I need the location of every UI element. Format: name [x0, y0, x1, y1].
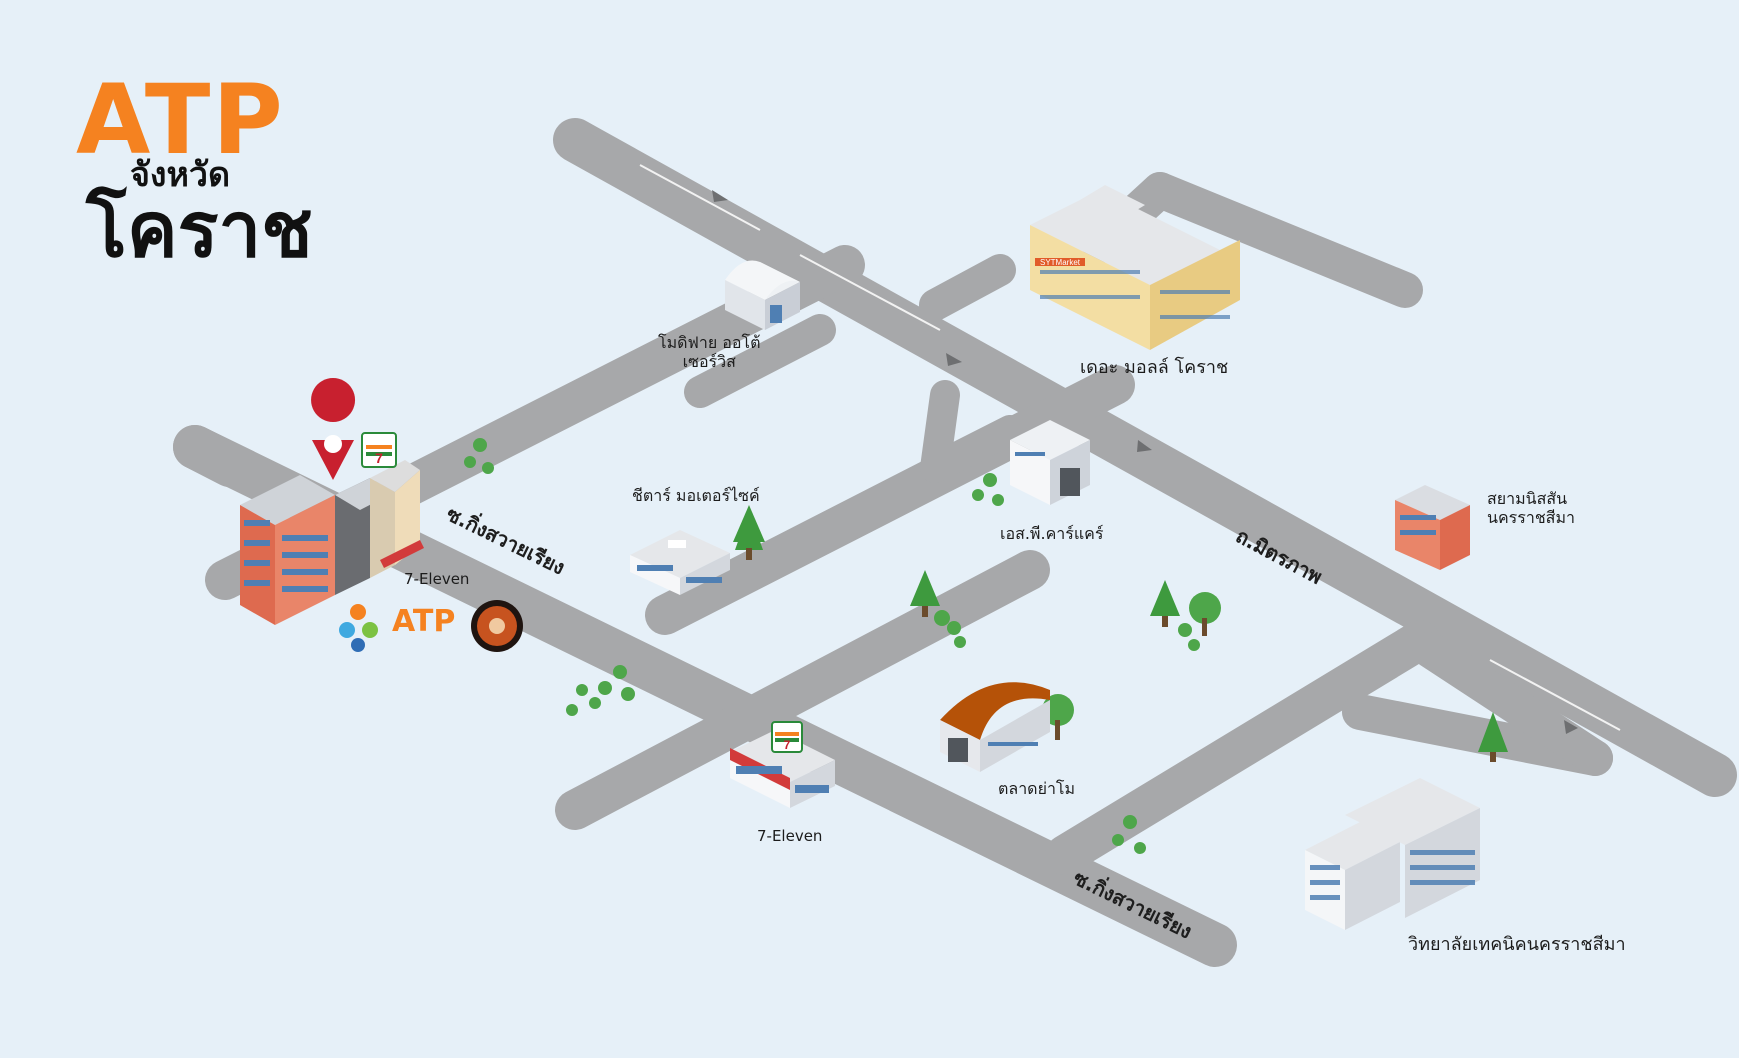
tree-icon — [1478, 712, 1508, 762]
label-the-mall: เดอะ มอลล์ โคราช — [1080, 357, 1229, 378]
lane-markings — [639, 164, 1621, 731]
lane-line — [639, 164, 761, 231]
label-sp-carcare: เอส.พี.คาร์แคร์ — [1000, 524, 1104, 543]
road-west-stub — [173, 425, 252, 487]
road-mall-branch — [1142, 172, 1423, 308]
tree-icon — [566, 665, 635, 716]
tree-icon — [1150, 580, 1180, 627]
label-siam-nissan-line1: สยามนิสสัน — [1487, 489, 1568, 508]
arrow-icon — [712, 190, 728, 202]
lane-line — [1489, 659, 1621, 731]
label-modify-auto-line1: โมดิฟาย ออโต้ — [658, 333, 761, 352]
label-seven-eleven-1: 7-Eleven — [404, 570, 470, 588]
svg-text:7: 7 — [375, 450, 383, 466]
tree-icon — [934, 610, 966, 648]
label-modify-auto-line2: เซอร์วิส — [682, 352, 736, 372]
tree-icon — [1178, 623, 1200, 651]
arrow-icon — [1137, 440, 1152, 452]
label-siam-nissan: สยามนิสสัน นครราชสีมา — [1487, 489, 1575, 527]
siam-nissan-building[interactable] — [1395, 485, 1470, 570]
label-seven-eleven-2: 7-Eleven — [757, 827, 823, 845]
label-siam-nissan-line2: นครราชสีมา — [1487, 508, 1575, 528]
arrow-icon — [946, 353, 962, 366]
seven-eleven-store[interactable] — [730, 730, 835, 808]
ajls-logo-icon — [471, 600, 523, 652]
road-south-loop-2 — [1412, 632, 1613, 776]
road-short-modify — [684, 314, 836, 408]
province-name: โคราช — [86, 185, 313, 274]
arrow-icon — [1564, 720, 1578, 734]
seven-eleven-sign-icon: 7 — [771, 721, 803, 753]
label-tech-college: วิทยาลัยเทคนิคนครราชสีมา — [1408, 934, 1626, 955]
atp-logo-icon — [339, 604, 378, 652]
road-north-3 — [555, 550, 1050, 830]
seven-eleven-sign-icon: 7 — [361, 432, 397, 468]
the-mall-building[interactable]: SYTMarket — [1030, 185, 1240, 350]
label-yamo-market: ตลาดย่าโม — [998, 779, 1076, 798]
tree-icon — [735, 510, 763, 560]
atp-office-building[interactable] — [240, 460, 424, 625]
svg-text:7: 7 — [784, 738, 791, 752]
lane-line — [799, 254, 941, 331]
tree-icon — [1189, 592, 1221, 636]
modify-auto-building[interactable] — [725, 260, 800, 330]
tree-icon — [910, 570, 940, 617]
road-mittraphap — [553, 118, 1737, 797]
tree-icon — [1112, 815, 1146, 854]
brand-title: ATP — [76, 64, 285, 176]
yamo-market-building[interactable] — [940, 682, 1050, 772]
location-pin-icon[interactable] — [311, 378, 356, 480]
tree-icon — [972, 473, 1004, 506]
road-mall-link — [919, 254, 1016, 321]
province-prefix: จังหวัด — [130, 155, 231, 195]
label-cheetah-motorbike: ชีตาร์ มอเตอร์ไซค์ — [632, 486, 760, 505]
road-north-2 — [645, 365, 1135, 635]
atp-logo-text: ATP — [392, 604, 456, 639]
tree-icon — [464, 438, 494, 474]
tech-college-building[interactable] — [1305, 778, 1480, 930]
road-sp-link-2 — [920, 415, 1025, 483]
roads — [173, 118, 1737, 967]
cheetah-motorbike-building[interactable] — [630, 530, 730, 595]
sp-carcare-building[interactable] — [1010, 420, 1090, 505]
label-modify-auto: โมดิฟาย ออโต้ เซอร์วิส — [658, 333, 761, 371]
direction-arrows — [712, 190, 1578, 734]
mall-sign-text: SYTMarket — [1040, 258, 1081, 267]
